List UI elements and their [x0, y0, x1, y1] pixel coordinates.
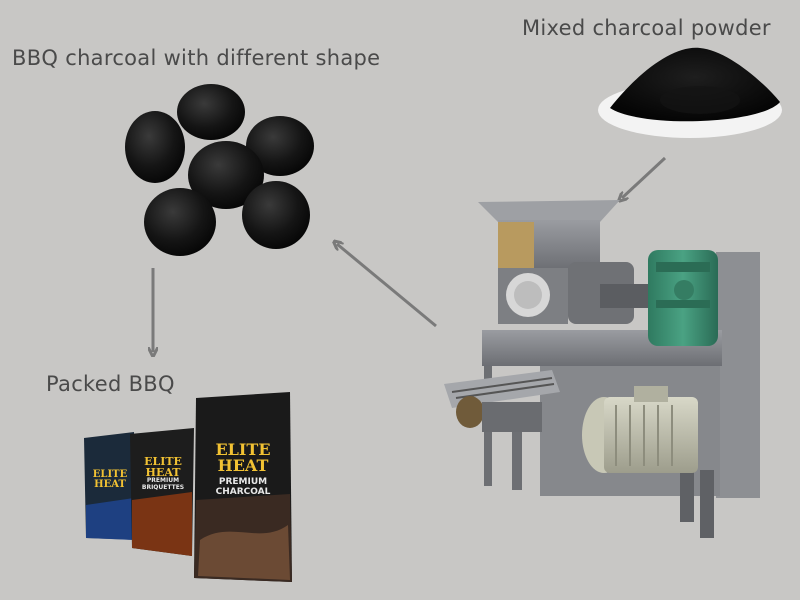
packed-bags-image — [84, 392, 292, 582]
bag-2-brand: ELITE HEAT — [144, 455, 182, 479]
briquette-press-machine — [444, 200, 760, 538]
packed-bbq-label: Packed BBQ — [46, 372, 175, 396]
bag-2-product: PREMIUM BRIQUETTES — [141, 477, 185, 491]
charcoal-powder-image — [598, 47, 782, 138]
arrow-machine-to-briquettes — [337, 244, 437, 328]
arrow-powder-to-machine — [622, 156, 667, 198]
bag-3-product: PREMIUM CHARCOAL — [215, 477, 271, 497]
bag-3-brand: ELITE HEAT — [215, 440, 271, 475]
bag-1-brand: ELITE HEAT — [92, 469, 128, 490]
briquettes-image — [125, 84, 314, 256]
flow-arrows — [153, 156, 667, 352]
mixed-charcoal-powder-label: Mixed charcoal powder — [522, 16, 771, 40]
bbq-charcoal-label: BBQ charcoal with different shape — [12, 46, 381, 70]
